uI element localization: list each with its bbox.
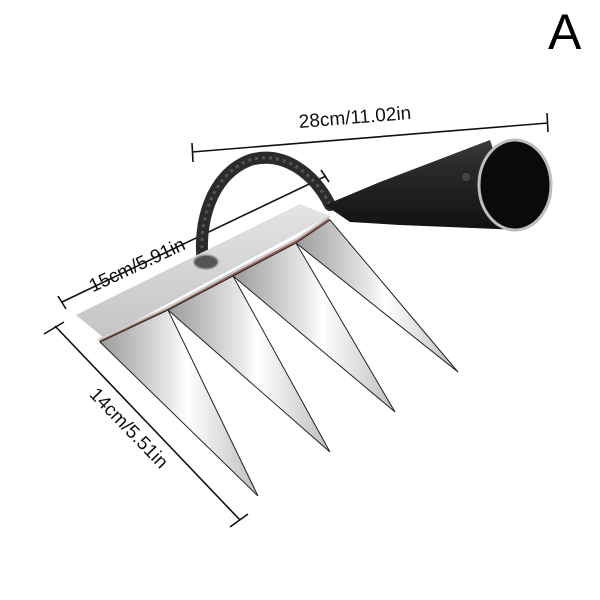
tines	[99, 219, 459, 497]
tine-plate	[76, 204, 330, 338]
tine-3	[232, 242, 396, 413]
variant-label: A	[548, 4, 582, 60]
tine-length-dimension-line	[43, 321, 249, 528]
length-dimension-line	[191, 112, 549, 163]
tine-2	[167, 275, 331, 453]
tine-4	[295, 219, 459, 373]
tine-1	[99, 309, 259, 497]
handle-socket	[325, 138, 553, 232]
width-dimension-line	[57, 169, 330, 310]
